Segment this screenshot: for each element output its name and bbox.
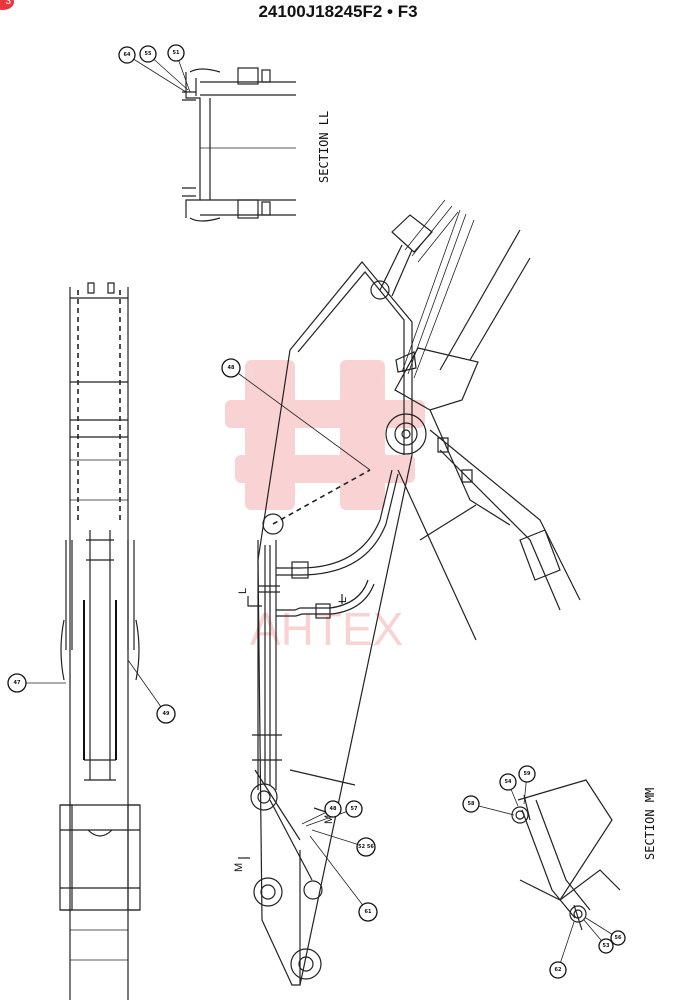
marker-m-right: M xyxy=(323,815,335,824)
callout-58: 58 xyxy=(462,795,480,813)
callout-51: 51 xyxy=(167,44,185,62)
marker-l-bottom: L xyxy=(237,588,249,594)
svg-text:54: 54 xyxy=(505,779,512,785)
section-markers: L L M M xyxy=(233,588,349,872)
svg-text:56: 56 xyxy=(615,935,622,941)
svg-text:61: 61 xyxy=(365,909,372,915)
svg-text:48: 48 xyxy=(330,806,337,812)
marker-l-top: L xyxy=(337,597,349,603)
callout-47: 47 xyxy=(7,673,27,693)
callout-59: 59 xyxy=(518,765,536,783)
part-number-title: 24100J18245F2 • F3 xyxy=(258,2,418,21)
boom-arm xyxy=(250,261,427,986)
stick-arm xyxy=(379,199,581,641)
svg-text:49: 49 xyxy=(163,711,170,717)
section-ll-detail: SECTION LL xyxy=(182,67,331,222)
callout-61: 61 xyxy=(358,902,378,922)
section-mm-label: SECTION MM xyxy=(643,788,657,860)
watermark: AHTEX xyxy=(225,360,425,655)
callout-54: 54 xyxy=(499,773,517,791)
svg-text:51: 51 xyxy=(173,50,180,56)
callout-49: 49 xyxy=(156,704,176,724)
svg-text:55: 55 xyxy=(145,51,152,57)
callout-48-lower: 48 xyxy=(324,800,342,818)
callout-52-56: 52 56 xyxy=(356,837,376,857)
marker-m-left: M xyxy=(233,863,245,872)
svg-text:48: 48 xyxy=(228,365,235,371)
callout-56: 56 xyxy=(610,930,626,946)
callout-62: 62 xyxy=(549,961,567,979)
callout-64: 64 xyxy=(118,46,136,64)
page-badge: 3 xyxy=(0,0,14,10)
callout-57: 57 xyxy=(345,800,363,818)
svg-text:57: 57 xyxy=(351,806,358,812)
callout-53: 53 xyxy=(598,938,614,954)
section-mm-detail: SECTION MM xyxy=(511,779,657,931)
watermark-text: AHTEX xyxy=(250,603,403,655)
svg-text:62: 62 xyxy=(555,967,562,973)
svg-text:52 56: 52 56 xyxy=(358,844,374,850)
svg-text:59: 59 xyxy=(524,771,531,777)
boom-cylinder-view xyxy=(59,282,141,1000)
svg-text:47: 47 xyxy=(14,680,21,686)
section-ll-label: SECTION LL xyxy=(317,111,331,183)
callout-48-top: 48 xyxy=(221,358,241,378)
svg-text:53: 53 xyxy=(603,943,610,949)
svg-text:58: 58 xyxy=(468,801,475,807)
svg-text:64: 64 xyxy=(124,52,131,58)
callout-55: 55 xyxy=(139,45,157,63)
hydraulic-hoses xyxy=(258,469,399,619)
